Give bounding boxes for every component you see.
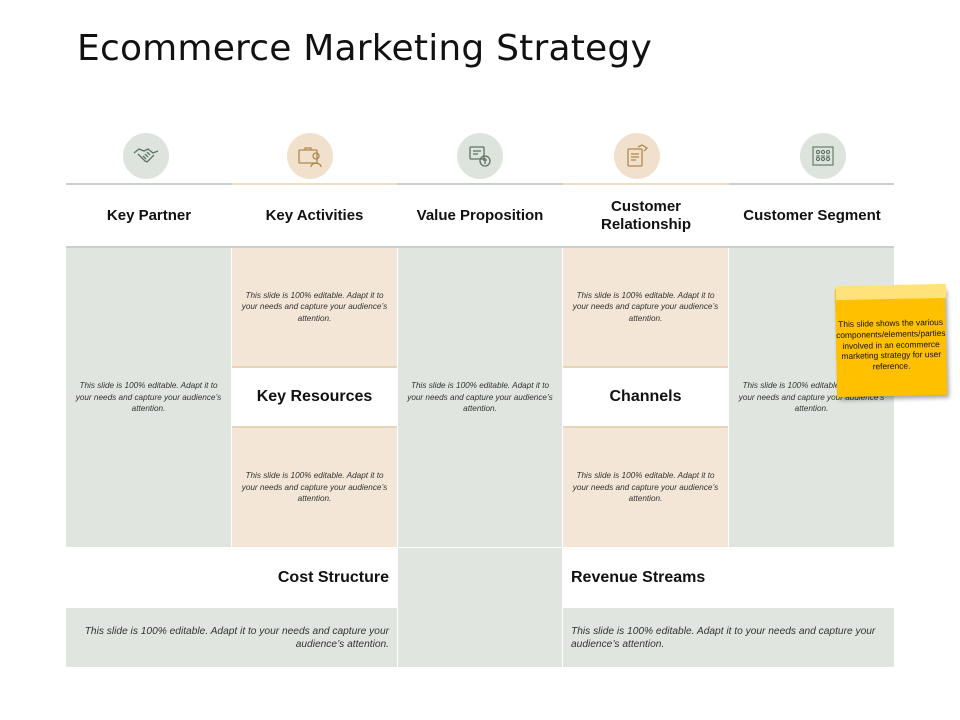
cost-structure-cell: This slide is 100% editable. Adapt it to…: [66, 608, 397, 667]
key-partner-text: This slide is 100% editable. Adapt it to…: [75, 381, 222, 414]
document-handshake-icon: [614, 133, 660, 179]
key-resources-label-cell: Key Resources: [232, 366, 397, 428]
channels-label-cell: Channels: [563, 366, 728, 428]
key-activities-text: This slide is 100% editable. Adapt it to…: [241, 290, 388, 323]
page-title: Ecommerce Marketing Strategy: [77, 28, 652, 69]
customer-relationship-text: This slide is 100% editable. Adapt it to…: [572, 290, 719, 323]
header-key-activities: Key Activities: [265, 207, 364, 224]
channels-cell: This slide is 100% editable. Adapt it to…: [563, 428, 728, 547]
header-bottom-rule: [66, 246, 894, 248]
cost-structure-label-cell: Cost Structure: [66, 548, 397, 607]
value-proposition-bottom-cell: [398, 548, 562, 667]
channels-text: This slide is 100% editable. Adapt it to…: [572, 471, 719, 504]
header-customer-relationship: Customer Relationship: [600, 198, 691, 233]
revenue-streams-label-cell: Revenue Streams: [563, 548, 894, 607]
sticky-note-text: This slide shows the various components/…: [836, 316, 946, 372]
header-customer-segment: Customer Segment: [743, 207, 881, 224]
handshake-icon: [123, 133, 169, 179]
header-rule: [66, 183, 232, 185]
key-partner-cell: This slide is 100% editable. Adapt it to…: [66, 248, 231, 547]
sticky-note-tab: [835, 283, 947, 301]
header-key-partner: Key Partner: [106, 207, 192, 224]
header-rule: [232, 183, 397, 185]
key-resources-label: Key Resources: [256, 388, 373, 405]
customer-segment-text: This slide is 100% editable. Adapt it to…: [738, 381, 885, 414]
value-proposition-text: This slide is 100% editable. Adapt it to…: [407, 381, 553, 414]
header-rule: [397, 183, 563, 185]
sticky-note: This slide shows the various components/…: [834, 286, 948, 398]
value-proposition-cell: This slide is 100% editable. Adapt it to…: [398, 248, 562, 547]
cost-structure-label: Cost Structure: [277, 568, 389, 586]
revenue-streams-text: This slide is 100% editable. Adapt it to…: [571, 625, 876, 650]
cost-structure-text: This slide is 100% editable. Adapt it to…: [84, 625, 389, 650]
key-activities-cell: This slide is 100% editable. Adapt it to…: [232, 248, 397, 366]
channels-label: Channels: [609, 388, 682, 405]
customer-relationship-cell: This slide is 100% editable. Adapt it to…: [563, 248, 728, 366]
header-rule: [563, 183, 729, 185]
header-value-proposition: Value Proposition: [416, 207, 544, 224]
people-grid-icon: [800, 133, 846, 179]
revenue-streams-cell: This slide is 100% editable. Adapt it to…: [563, 608, 894, 667]
revenue-streams-label: Revenue Streams: [571, 568, 706, 586]
money-cycle-icon: [457, 133, 503, 179]
header-rule: [729, 183, 894, 185]
key-resources-cell: This slide is 100% editable. Adapt it to…: [232, 428, 397, 547]
briefcase-person-icon: [287, 133, 333, 179]
key-resources-text: This slide is 100% editable. Adapt it to…: [241, 471, 388, 504]
